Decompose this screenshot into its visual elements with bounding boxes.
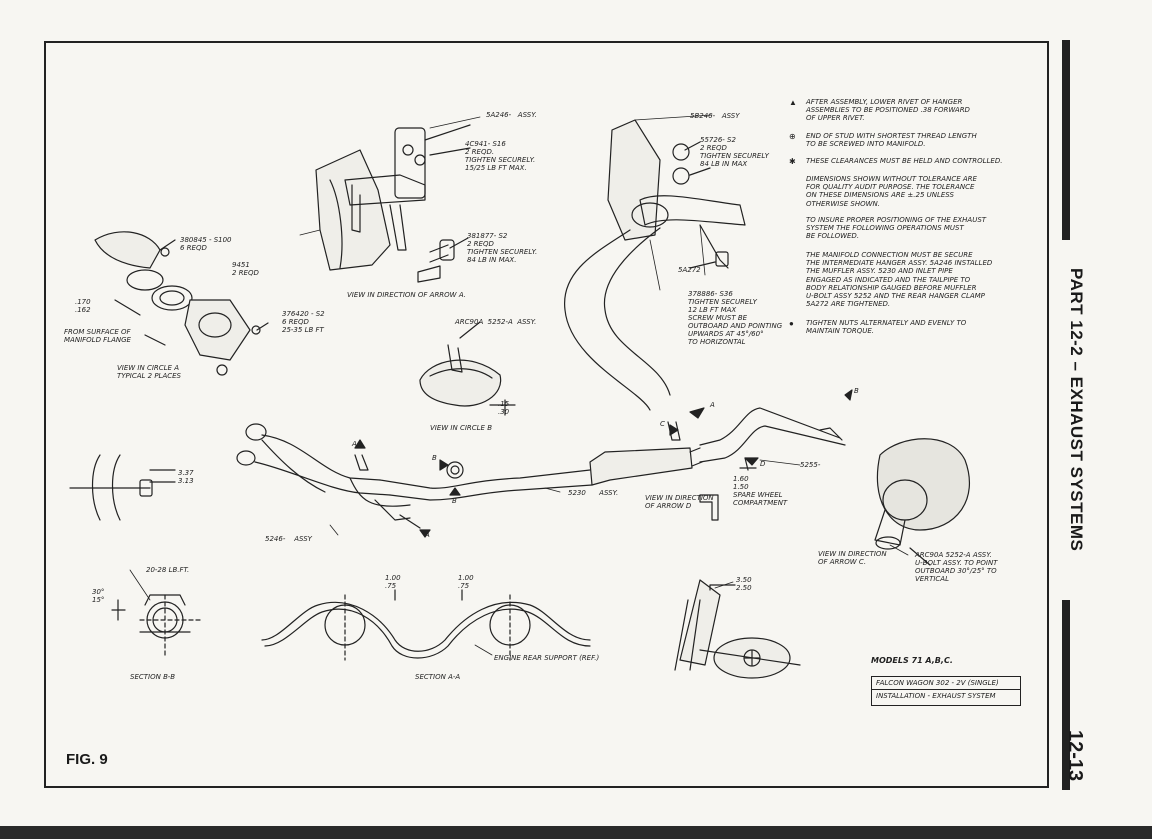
label-380845: 380845 - S100 6 REQD xyxy=(180,236,232,252)
label-dim-337: 3.37 3.13 xyxy=(178,469,194,485)
label-arrow-b-3: B xyxy=(854,387,859,395)
rear-hanger-view xyxy=(674,579,801,679)
muffler-end-view xyxy=(874,438,970,566)
section-b-b xyxy=(111,594,201,656)
label-spare-wheel: 1.60 1.50 SPARE WHEEL COMPARTMENT xyxy=(733,475,788,507)
label-arrow-b-1: B xyxy=(432,454,437,462)
label-arrow-a-3: A xyxy=(710,401,715,409)
label-ubolt-note: ARC90A 5252-A ASSY. U-BOLT ASSY. TO POIN… xyxy=(915,551,998,583)
label-5230: 5230 ASSY. xyxy=(568,489,619,497)
label-section-bb: SECTION B-B xyxy=(130,673,176,681)
label-dim-100-b: 1.00 .75 xyxy=(458,574,474,590)
models-row-1: FALCON WAGON 302 - 2V (SINGLE) xyxy=(872,677,1020,690)
note-1: AFTER ASSEMBLY, LOWER RIVET OF HANGER AS… xyxy=(806,98,970,123)
label-9451: 9451 2 REQD xyxy=(232,261,259,277)
label-dim-100-a: 1.00 .75 xyxy=(385,574,401,590)
side-rule-top xyxy=(1062,40,1070,240)
label-dim-170: .170 .162 xyxy=(75,298,91,314)
label-view-circle-a: VIEW IN CIRCLE A TYPICAL 2 PLACES xyxy=(117,364,181,380)
label-section-aa: SECTION A-A xyxy=(415,673,461,681)
note-1-symbol: ▲ xyxy=(789,98,797,107)
models-row-2: INSTALLATION - EXHAUST SYSTEM xyxy=(876,692,996,700)
label-dim-350: 3.50 2.50 xyxy=(736,576,752,592)
pipe-end-detail xyxy=(69,454,176,521)
direction-arrows xyxy=(354,389,853,538)
label-378886: 378886- S36 TIGHTEN SECURELY 12 LB FT MA… xyxy=(688,290,783,346)
label-376420: 376420 - S2 6 REQD 25-35 LB FT xyxy=(282,310,325,334)
label-torque-20-28: 20-28 LB.FT. xyxy=(146,566,190,574)
note-4: DIMENSIONS SHOWN WITHOUT TOLERANCE ARE F… xyxy=(806,175,977,208)
label-view-circle-b: VIEW IN CIRCLE B xyxy=(430,424,493,432)
label-381877: 381877- S2 2 REQD TIGHTEN SECURELY. 84 L… xyxy=(467,232,538,264)
note-3: THESE CLEARANCES MUST BE HELD AND CONTRO… xyxy=(806,157,1003,165)
label-4c941: 4C941- S16 2 REQD. TIGHTEN SECURELY. 15/… xyxy=(465,140,536,172)
label-5a246-assy: 5A246- ASSY. xyxy=(486,111,537,119)
label-arrow-a-2: A xyxy=(425,531,430,539)
label-view-arrow-d: VIEW IN DIRECTION OF ARROW D xyxy=(645,494,714,510)
label-arrow-c: C xyxy=(660,420,665,428)
note-3-symbol: ✱ xyxy=(789,157,796,166)
note-2-symbol: ⊕ xyxy=(789,132,796,141)
side-rule-bottom xyxy=(1062,600,1070,790)
label-arrow-b-2: B xyxy=(452,497,457,505)
leader-lines xyxy=(129,114,909,656)
models-box: FALCON WAGON 302 - 2V (SINGLE) INSTALLAT… xyxy=(871,676,1021,706)
exhaust-pipe-assembly xyxy=(236,407,846,529)
label-manifold-face: FROM SURFACE OF MANIFOLD FLANGE xyxy=(64,328,131,344)
note-7: TIGHTEN NUTS ALTERNATELY AND EVENLY TO M… xyxy=(806,319,967,336)
label-55726: 55726- S2 2 REQD TIGHTEN SECURELY 84 LB … xyxy=(700,136,769,168)
note-6: THE MANIFOLD CONNECTION MUST BE SECURE T… xyxy=(806,251,993,309)
label-arrow-a-1: A xyxy=(352,440,357,448)
label-engine-support: ENGINE REAR SUPPORT (REF.) xyxy=(494,654,600,662)
label-clamp-5252a: ARC90A 5252-A ASSY. xyxy=(455,318,537,326)
section-a-a xyxy=(261,589,591,661)
label-angle-30-15: 30° 15° xyxy=(92,588,105,604)
drawing-frame xyxy=(44,41,1049,788)
note-7-symbol: ● xyxy=(789,319,794,328)
clamp-circle-b xyxy=(419,321,516,416)
spare-wheel-view xyxy=(699,494,719,521)
label-view-arrow-a: VIEW IN DIRECTION OF ARROW A. xyxy=(347,291,466,299)
note-2: END OF STUD WITH SHORTEST THREAD LENGTH … xyxy=(806,132,977,149)
scan-edge xyxy=(0,826,1152,839)
label-5246: 5246- ASSY xyxy=(265,535,312,543)
label-arrow-d: D xyxy=(760,460,766,468)
note-5: TO INSURE PROPER POSITIONING OF THE EXHA… xyxy=(806,216,987,241)
models-heading: MODELS 71 A,B,C. xyxy=(871,656,953,665)
label-5a272: 5A272 xyxy=(678,266,701,274)
label-view-arrow-c: VIEW IN DIRECTION OF ARROW C. xyxy=(818,550,887,566)
hanger-assembly-front xyxy=(315,124,471,283)
manifold-flange-view xyxy=(94,231,269,376)
label-5255: 5255- xyxy=(800,461,821,469)
figure-label: FIG. 9 xyxy=(66,751,108,768)
label-dim-15-30: .15 .30 xyxy=(498,400,510,416)
label-5b246-assy: 5B246- ASSY xyxy=(690,112,740,120)
